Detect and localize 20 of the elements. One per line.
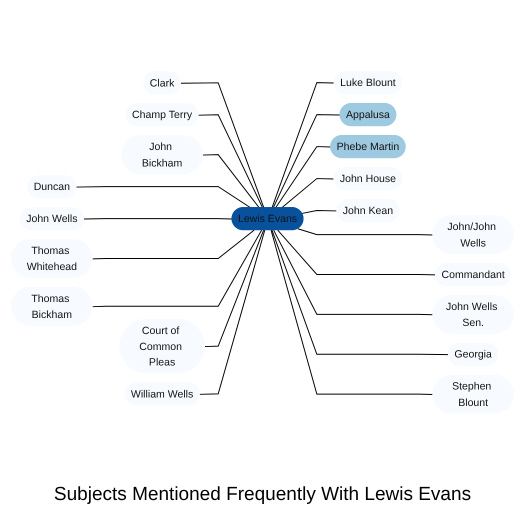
connector bbox=[92, 229, 255, 260]
connector bbox=[271, 82, 335, 208]
connector bbox=[180, 82, 264, 208]
connector bbox=[270, 229, 434, 395]
connector bbox=[204, 229, 264, 347]
connector bbox=[198, 114, 264, 208]
connector bbox=[302, 210, 338, 214]
diagram-title: Subjects Mentioned Frequently With Lewis Evans bbox=[54, 484, 472, 506]
connector bbox=[273, 229, 434, 315]
connector bbox=[272, 229, 450, 355]
connector bbox=[202, 154, 260, 208]
connector bbox=[92, 229, 262, 307]
connector bbox=[83, 218, 233, 220]
connector bbox=[275, 146, 332, 208]
connector bbox=[297, 228, 434, 236]
connector bbox=[76, 186, 252, 208]
connector bbox=[277, 229, 436, 276]
connector bbox=[272, 114, 341, 208]
connector bbox=[199, 229, 266, 394]
connector bbox=[281, 178, 335, 208]
